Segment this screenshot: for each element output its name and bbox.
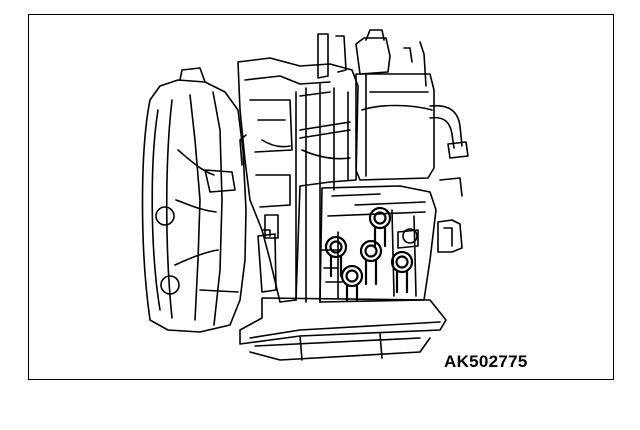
lower-bracket — [258, 230, 276, 292]
bolt-center — [361, 241, 381, 284]
mount-boss-upper — [156, 207, 174, 225]
upper-cylinder-housing — [356, 74, 434, 180]
mount-boss-lower — [161, 276, 179, 294]
figure-code-label: AK502775 — [444, 352, 528, 371]
bolt-top-center — [370, 208, 390, 246]
bolt-upper-left — [326, 237, 346, 276]
valve-body — [320, 186, 436, 302]
oil-pan — [240, 298, 446, 360]
filler-tubes — [318, 30, 426, 86]
bolt-right — [392, 252, 412, 292]
highlighted-bolts — [326, 208, 412, 300]
bolt-lower-left — [342, 266, 362, 300]
figure-frame — [28, 14, 614, 380]
bell-housing — [143, 68, 247, 332]
cooler-hose-fittings — [430, 106, 468, 252]
